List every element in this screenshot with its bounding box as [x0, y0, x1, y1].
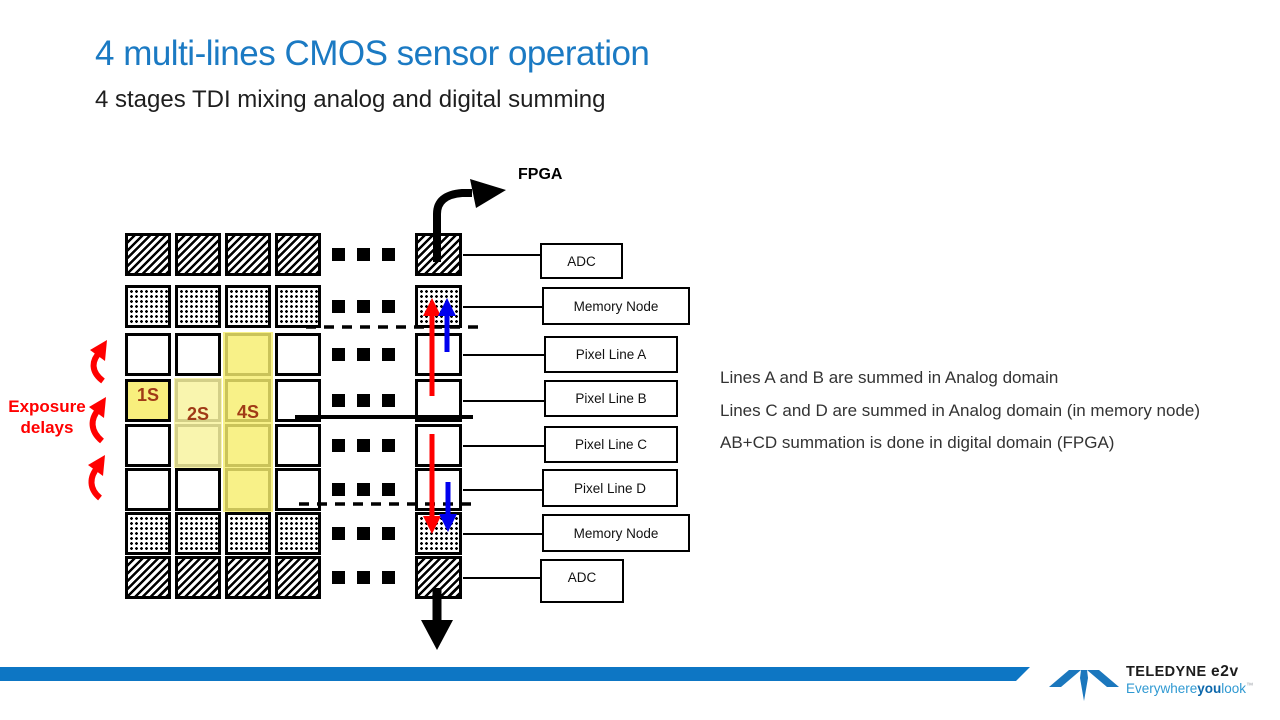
- stage-4s-highlight: [223, 332, 273, 512]
- pixel-cell-r1c3: [225, 233, 271, 276]
- ellipsis-dot: [332, 439, 345, 452]
- readout-cell-r3: [415, 333, 462, 376]
- ellipsis-dot: [332, 248, 345, 261]
- pixel-cell-r2c1: [125, 285, 171, 328]
- note-line-cd: Lines C and D are summed in Analog domai…: [720, 400, 1201, 420]
- brand-tagline: Everywhereyoulook™: [1126, 681, 1253, 696]
- pixel-cell-r7c1: [125, 512, 171, 555]
- pixel-cell-r3c1: [125, 333, 171, 376]
- note-line-fpga: AB+CD summation is done in digital domai…: [720, 433, 1115, 452]
- ellipsis-dot: [332, 348, 345, 361]
- ellipsis-dot: [382, 527, 395, 540]
- bottom-output-arrowhead-icon: [421, 620, 453, 650]
- ellipsis-dot: [357, 483, 370, 496]
- ellipsis-dot: [332, 483, 345, 496]
- summary-notes: Lines A and B are summed in Analog domai…: [720, 368, 1200, 466]
- pixel-cell-r7c3: [225, 512, 271, 555]
- ellipsis-dot: [382, 439, 395, 452]
- stage-2s-highlight: [174, 378, 222, 468]
- readout-cell-r1: [415, 233, 462, 276]
- ellipsis-dot: [332, 527, 345, 540]
- fpga-arrowhead-icon: [470, 179, 506, 208]
- page-subtitle: 4 stages TDI mixing analog and digital s…: [95, 86, 606, 113]
- readout-box-pixel-line-d: Pixel Line D: [542, 469, 678, 507]
- ellipsis-dot: [357, 527, 370, 540]
- pixel-cell-r6c4: [275, 468, 321, 511]
- note-line-ab: Lines A and B are summed in Analog domai…: [720, 368, 1059, 387]
- ellipsis-dot: [382, 394, 395, 407]
- pixel-cell-r8c3: [225, 556, 271, 599]
- pixel-cell-r1c2: [175, 233, 221, 276]
- ellipsis-dot: [357, 248, 370, 261]
- tagline-you: you: [1197, 681, 1222, 696]
- pixel-cell-r6c2: [175, 468, 221, 511]
- stage-label-4s: 4S: [236, 402, 260, 422]
- ellipsis-dot: [332, 300, 345, 313]
- pixel-cell-r3c2: [175, 333, 221, 376]
- tagline-everywhere: Everywhere: [1126, 681, 1198, 696]
- ellipsis-dot: [382, 571, 395, 584]
- stage-label-1s: 1S: [136, 385, 160, 405]
- pixel-cell-r8c1: [125, 556, 171, 599]
- ellipsis-dot: [357, 394, 370, 407]
- ellipsis-dot: [382, 348, 395, 361]
- readout-cell-r6: [415, 468, 462, 511]
- ellipsis-dot: [332, 394, 345, 407]
- pixel-cell-r2c4: [275, 285, 321, 328]
- readout-box-memory-node: Memory Node: [542, 514, 690, 552]
- pixel-cell-r5c4: [275, 424, 321, 467]
- readout-cell-r4: [415, 379, 462, 422]
- pixel-cell-r2c2: [175, 285, 221, 328]
- brand-e2v-text: e2v: [1211, 663, 1239, 680]
- exposure-delays-label: Exposure delays: [8, 397, 86, 437]
- readout-box-pixel-line-a: Pixel Line A: [544, 336, 678, 373]
- ellipsis-dot: [382, 300, 395, 313]
- box-connector-lines: [463, 254, 544, 579]
- readout-cell-r5: [415, 424, 462, 467]
- pixel-cell-r7c4: [275, 512, 321, 555]
- pixel-cell-r6c1: [125, 468, 171, 511]
- pixel-cell-r1c1: [125, 233, 171, 276]
- tagline-trademark: ™: [1246, 682, 1254, 690]
- fpga-label: FPGA: [518, 166, 563, 183]
- pixel-cell-r3c4: [275, 333, 321, 376]
- readout-cell-r8: [415, 556, 462, 599]
- readout-cell-r2: [415, 285, 462, 328]
- pixel-cell-r4c4: [275, 379, 321, 422]
- readout-cell-r7: [415, 512, 462, 555]
- footer-accent-bar: [0, 667, 1030, 681]
- pixel-cell-r8c2: [175, 556, 221, 599]
- stage-label-2s: 2S: [186, 404, 210, 424]
- brand-teledyne-text: TELEDYNE: [1126, 664, 1207, 680]
- brand-wordmark: TELEDYNE e2v: [1126, 663, 1239, 681]
- pixel-cell-r2c3: [225, 285, 271, 328]
- exposure-delay-arrows: [88, 349, 105, 501]
- ellipsis-dot: [382, 483, 395, 496]
- stage-1s-highlight: [125, 379, 171, 422]
- pixel-cell-r1c4: [275, 233, 321, 276]
- readout-box-pixel-line-b: Pixel Line B: [544, 380, 678, 417]
- pixel-cell-r5c1: [125, 424, 171, 467]
- ellipsis-dot: [357, 300, 370, 313]
- page-title: 4 multi-lines CMOS sensor operation: [95, 34, 650, 73]
- ellipsis-dot: [332, 571, 345, 584]
- teledyne-e2v-logo-icon: [1049, 670, 1119, 701]
- pixel-cell-r8c4: [275, 556, 321, 599]
- readout-box-adc: ADC: [540, 243, 623, 279]
- ellipsis-dot: [357, 348, 370, 361]
- tagline-look: look: [1221, 681, 1247, 696]
- ellipsis-dot: [382, 248, 395, 261]
- readout-box-adc: ADC: [540, 559, 624, 603]
- ellipsis-dot: [357, 439, 370, 452]
- readout-box-memory-node: Memory Node: [542, 287, 690, 325]
- ellipsis-dot: [357, 571, 370, 584]
- pixel-cell-r7c2: [175, 512, 221, 555]
- readout-box-pixel-line-c: Pixel Line C: [544, 426, 678, 463]
